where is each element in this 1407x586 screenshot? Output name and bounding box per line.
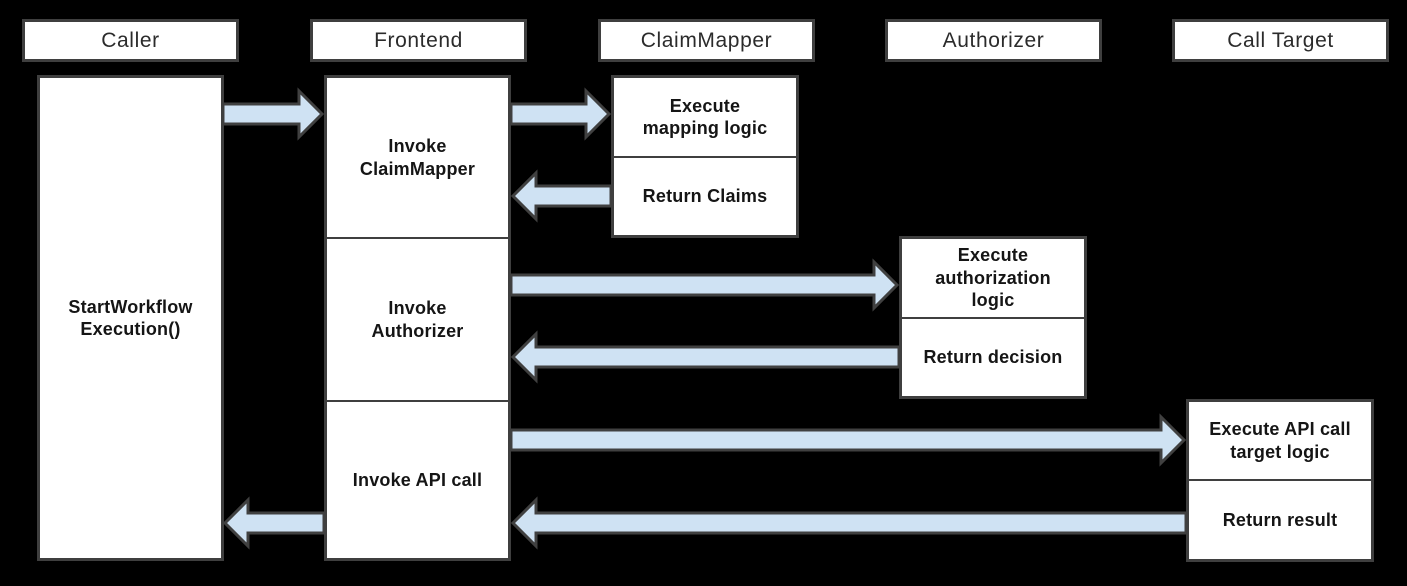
activation-authorizer: Execute authorization logic Return decis… (899, 236, 1087, 399)
lifeline-header-caller: Caller (22, 19, 239, 62)
calltarget-step-execute-api-call-target-logic: Execute API call target logic (1209, 419, 1351, 462)
lifeline-header-frontend: Frontend (310, 19, 527, 62)
activation-calltarget: Execute API call target logic Return res… (1186, 399, 1374, 562)
authorizer-step-execute-authorization-logic: Execute authorization logic (935, 245, 1051, 311)
calltarget-step-return-result: Return result (1189, 479, 1371, 559)
claimmapper-step-execute-mapping-logic: Execute mapping logic (642, 95, 768, 139)
arrow-frontend-to-authorizer (509, 258, 900, 312)
activation-caller: StartWorkflow Execution() (37, 75, 224, 561)
arrow-calltarget-return-to-frontend (510, 496, 1188, 550)
arrow-caller-to-frontend (221, 87, 325, 141)
lifeline-header-authorizer: Authorizer (885, 19, 1102, 62)
arrow-authorizer-return-to-frontend (510, 330, 901, 384)
frontend-step-invoke-claimmapper: Invoke ClaimMapper (359, 136, 476, 179)
authorizer-step-return-decision: Return decision (902, 317, 1084, 396)
claimmapper-step-return-claims: Return Claims (614, 156, 796, 235)
activation-claimmapper: Execute mapping logic Return Claims (611, 75, 799, 238)
frontend-step-invoke-api-call: Invoke API call (327, 400, 508, 558)
arrow-frontend-to-claimmapper (509, 87, 612, 141)
arrow-frontend-to-calltarget (509, 413, 1187, 467)
arrow-claimmapper-return-to-frontend (510, 169, 613, 223)
arrow-frontend-to-caller (222, 496, 326, 550)
activation-frontend: Invoke ClaimMapper Invoke Authorizer Inv… (324, 75, 511, 561)
caller-label: StartWorkflow Execution() (68, 296, 193, 340)
lifeline-header-calltarget: Call Target (1172, 19, 1389, 62)
lifeline-header-claimmapper: ClaimMapper (598, 19, 815, 62)
frontend-step-invoke-authorizer: Invoke Authorizer (327, 237, 508, 400)
